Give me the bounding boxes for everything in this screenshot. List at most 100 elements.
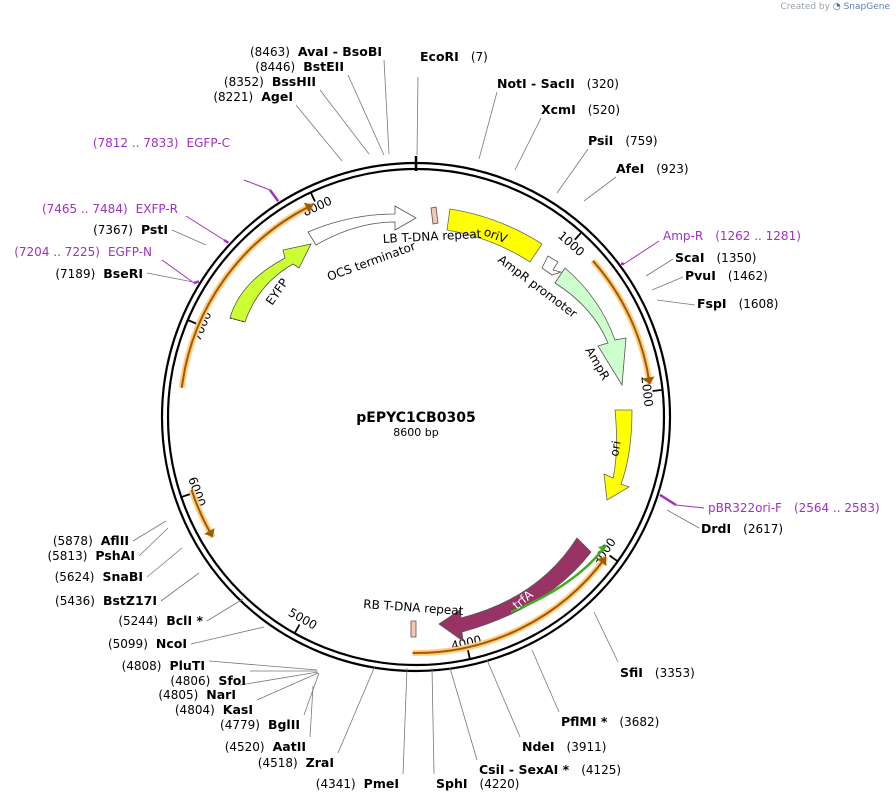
site-position: (520) xyxy=(588,103,620,117)
site-name: NcoI xyxy=(156,636,187,651)
site-position: (1350) xyxy=(717,251,757,265)
pshai-leader xyxy=(138,527,169,557)
site-afei[interactable]: AfeI(923) xyxy=(616,161,689,176)
site-ncoi[interactable]: (5099)NcoI xyxy=(108,636,187,651)
site-position: (4518) xyxy=(258,756,298,770)
labels: EcoRI(7) NotI - SacII(320) XcmI(520) PsiI(7… xyxy=(14,44,879,791)
site-bsteii[interactable]: (8446)BstEII xyxy=(255,59,344,74)
egfp-n-leader xyxy=(161,259,195,284)
site-position: (3682) xyxy=(619,715,659,729)
csii-sexai-leader xyxy=(449,667,478,761)
bsteii-leader xyxy=(347,74,385,156)
pbr322ori-f-leader xyxy=(675,504,705,509)
primer-position: (7204 .. 7225) xyxy=(14,245,100,259)
pbr322ori-f-primer-mark xyxy=(659,493,677,507)
primer-name: EXFP-R xyxy=(136,202,178,216)
lb-tdna-feature[interactable] xyxy=(430,206,439,225)
site-zrai[interactable]: (4518)ZraI xyxy=(258,755,334,770)
site-name: CsiI - SexAI * xyxy=(479,762,570,777)
site-position: (320) xyxy=(587,77,619,91)
pflmi-leader xyxy=(531,649,560,713)
site-bcli[interactable]: (5244)BclI * xyxy=(118,613,203,628)
ecori-leader xyxy=(416,76,419,156)
ampr-promoter-feature[interactable] xyxy=(541,255,563,276)
site-xcmi[interactable]: XcmI(520) xyxy=(541,102,620,117)
site-pshai[interactable]: (5813)PshAI xyxy=(47,548,135,563)
egfp-c-leader xyxy=(243,179,271,191)
site-psti[interactable]: (7367)PstI xyxy=(93,222,168,237)
site-drdi[interactable]: DrdI(2617) xyxy=(701,521,783,536)
site-pvui[interactable]: PvuI(1462) xyxy=(685,268,768,283)
site-aflii[interactable]: (5878)AflII xyxy=(53,533,129,548)
site-name: AgeI xyxy=(261,89,293,104)
site-fspi[interactable]: FspI(1608) xyxy=(697,296,778,311)
exfp-r-primer-mark xyxy=(223,238,230,244)
eyfp-feature[interactable] xyxy=(229,243,312,323)
primer-pbr322ori-f[interactable]: pBR322ori-F(2564 .. 2583) xyxy=(708,501,880,515)
site-name: AvaI - BsoBI xyxy=(298,44,382,59)
oriv-feature[interactable] xyxy=(446,208,543,263)
site-position: (7189) xyxy=(55,267,95,281)
site-sfii[interactable]: SfiI(3353) xyxy=(620,665,695,680)
primer-amp-r[interactable]: Amp-R(1262 .. 1281) xyxy=(663,229,801,243)
site-aatii[interactable]: (4520)AatII xyxy=(225,739,306,754)
site-pluti[interactable]: (4808)PluTI xyxy=(122,658,205,673)
site-position: (4125) xyxy=(581,763,621,777)
site-sfoi[interactable]: (4806)SfoI xyxy=(170,673,246,688)
site-position: (4220) xyxy=(480,777,520,791)
site-avai-bsobi[interactable]: (8463) AvaI - BsoBI xyxy=(250,44,382,59)
pluti-leader xyxy=(208,660,318,671)
site-position: (8221) xyxy=(213,90,253,104)
site-scai[interactable]: ScaI(1350) xyxy=(675,250,756,265)
primer-position: (7812 .. 7833) xyxy=(93,136,179,150)
site-sphi[interactable]: SphI(4220) xyxy=(436,776,519,791)
site-bglii[interactable]: (4779)BglII xyxy=(220,717,300,732)
plasmid-name: pEPYC1CB0305 xyxy=(356,410,475,426)
site-pflmi[interactable]: PflMI *(3682) xyxy=(561,714,659,729)
rb-tdna-feature[interactable] xyxy=(410,620,417,638)
site-ndei[interactable]: NdeI(3911) xyxy=(522,739,606,754)
site-name: BclI * xyxy=(166,613,203,628)
ori-feature[interactable] xyxy=(603,409,633,501)
site-bseri[interactable]: (7189)BseRI xyxy=(55,266,143,281)
site-position: (759) xyxy=(625,134,657,148)
primer-position: (1262 .. 1281) xyxy=(715,229,801,243)
site-name: BssHII xyxy=(272,74,316,89)
snabi-leader xyxy=(146,547,183,578)
site-kasi[interactable]: (4804)KasI xyxy=(175,702,253,717)
orf-arc[interactable] xyxy=(412,556,607,655)
trfa-feature[interactable] xyxy=(438,537,592,642)
site-agei[interactable]: (8221) AgeI xyxy=(213,89,293,104)
ruler-label: 5000 xyxy=(286,605,319,632)
primer-exfp-r[interactable]: (7465 .. 7484)EXFP-R xyxy=(42,202,178,216)
ocs-terminator-feature[interactable] xyxy=(307,205,417,246)
site-bsshii[interactable]: (8352)BssHII xyxy=(224,74,316,89)
orf-arc[interactable] xyxy=(180,203,314,388)
site-position: (4805) xyxy=(158,688,198,702)
site-name: PvuI xyxy=(685,268,716,283)
primer-egfp-c[interactable]: (7812 .. 7833)EGFP-C xyxy=(93,136,230,150)
primer-egfp-n[interactable]: (7204 .. 7225)EGFP-N xyxy=(14,245,152,259)
orf-arc[interactable] xyxy=(592,260,651,385)
site-name: KasI xyxy=(223,702,253,717)
site-name: BglII xyxy=(268,717,300,732)
site-ecori[interactable]: EcoRI(7) xyxy=(420,49,488,64)
ampr-feature[interactable] xyxy=(554,267,627,387)
site-name: PshAI xyxy=(95,548,135,563)
site-bstz17i[interactable]: (5436)BstZ17I xyxy=(55,593,157,608)
site-nari[interactable]: (4805)NarI xyxy=(158,687,236,702)
eyfp-feature-dash xyxy=(229,317,246,323)
site-position: (5878) xyxy=(53,534,93,548)
psti-leader xyxy=(171,229,207,246)
site-csii-sexai[interactable]: CsiI - SexAI * (4125) xyxy=(479,762,621,777)
site-pmei[interactable]: (4341)PmeI xyxy=(316,776,399,791)
site-snabi[interactable]: (5624)SnaBI xyxy=(55,569,143,584)
site-position: (5436) xyxy=(55,594,95,608)
ruler-tick xyxy=(574,231,583,241)
site-position: (5624) xyxy=(55,570,95,584)
site-position: (8463) xyxy=(250,45,290,59)
site-psii[interactable]: PsiI(759) xyxy=(588,133,658,148)
aatii-leader xyxy=(309,685,314,738)
leader-lines xyxy=(132,59,705,775)
site-noti-sacii[interactable]: NotI - SacII(320) xyxy=(497,76,619,91)
